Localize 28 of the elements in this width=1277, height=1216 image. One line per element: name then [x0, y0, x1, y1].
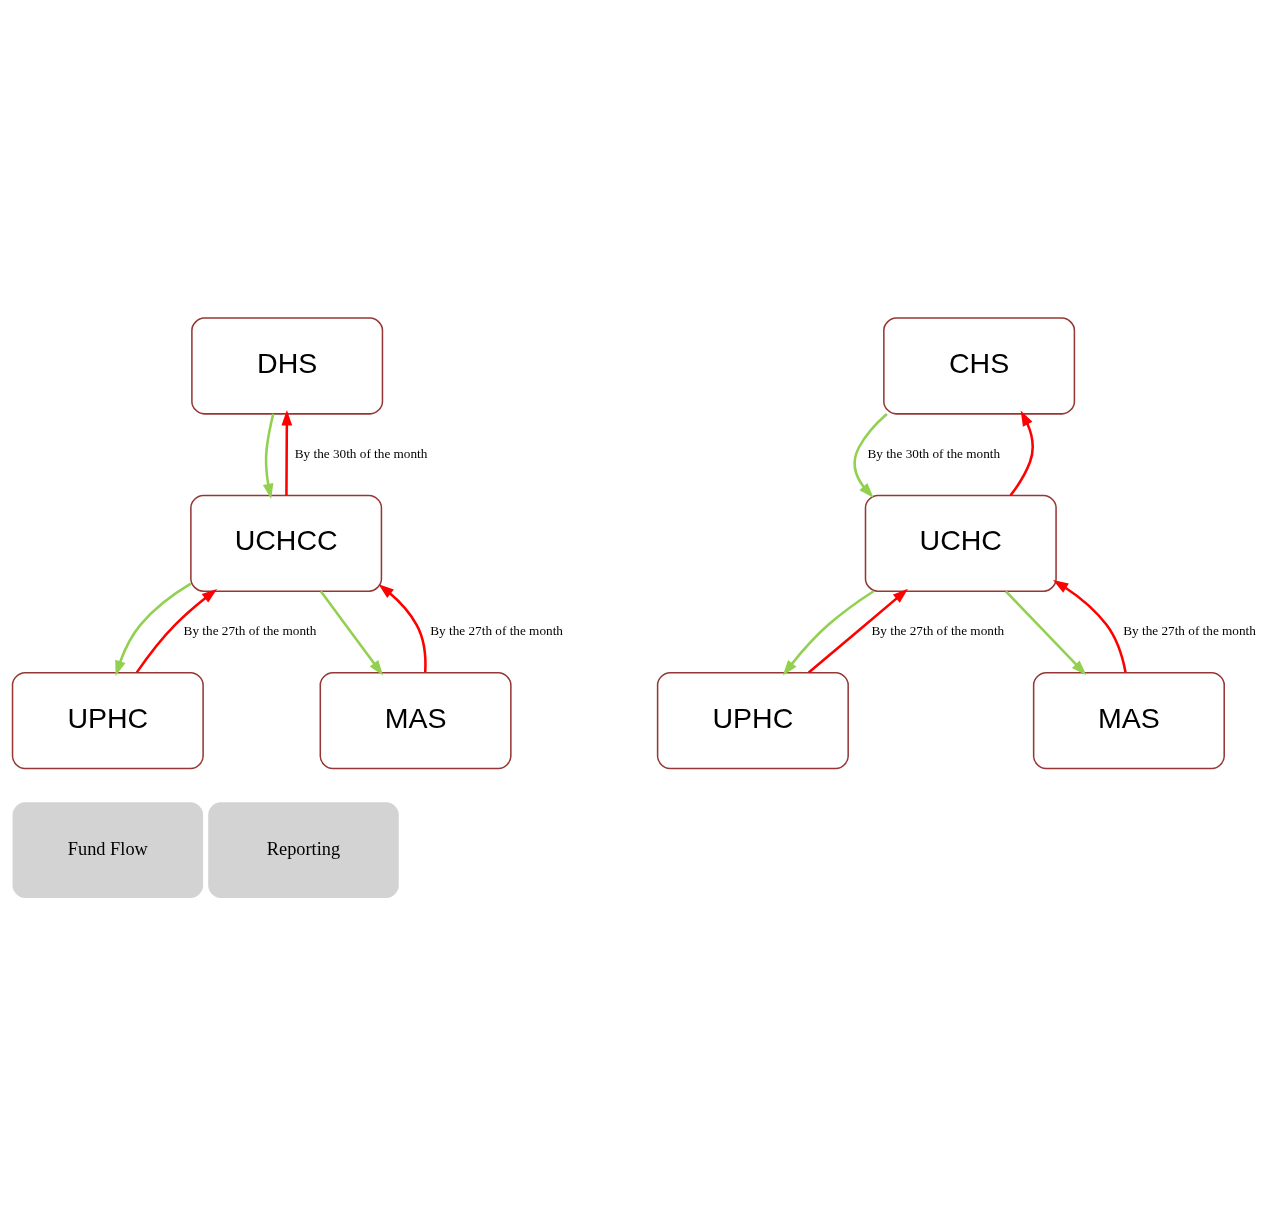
node-box: UPHC — [11, 671, 204, 770]
legend-label: Fund Flow — [67, 838, 148, 859]
arrow — [1053, 579, 1127, 673]
edge-label: By the 30th of the month — [294, 446, 428, 462]
edge-label: By the 30th of the month — [867, 446, 1001, 462]
node-box: UCHCC — [190, 494, 383, 592]
node-box: UCHC — [864, 494, 1057, 592]
arrow — [1009, 410, 1034, 497]
node-box: DHS — [191, 317, 384, 415]
edge-label: By the 27th of the month — [871, 623, 1005, 639]
arrow — [115, 582, 192, 676]
arrow — [782, 590, 875, 676]
node-box: CHS — [883, 317, 1076, 415]
arrow — [135, 588, 218, 674]
legend-label: Reporting — [266, 838, 341, 859]
edge-label: By the 27th of the month — [430, 623, 563, 639]
node-box: MAS — [319, 671, 512, 770]
arrow — [262, 413, 275, 500]
arrow — [378, 584, 427, 673]
edge-label: By the 27th of the month — [183, 623, 317, 639]
arrow — [853, 412, 888, 498]
node-box: UPHC — [656, 671, 849, 770]
arrow — [1004, 590, 1087, 676]
arrow — [807, 588, 909, 674]
edge-label: By the 27th of the month — [1123, 623, 1256, 639]
arrow — [319, 590, 384, 676]
node-box: MAS — [1032, 671, 1225, 770]
arrow — [281, 410, 293, 496]
